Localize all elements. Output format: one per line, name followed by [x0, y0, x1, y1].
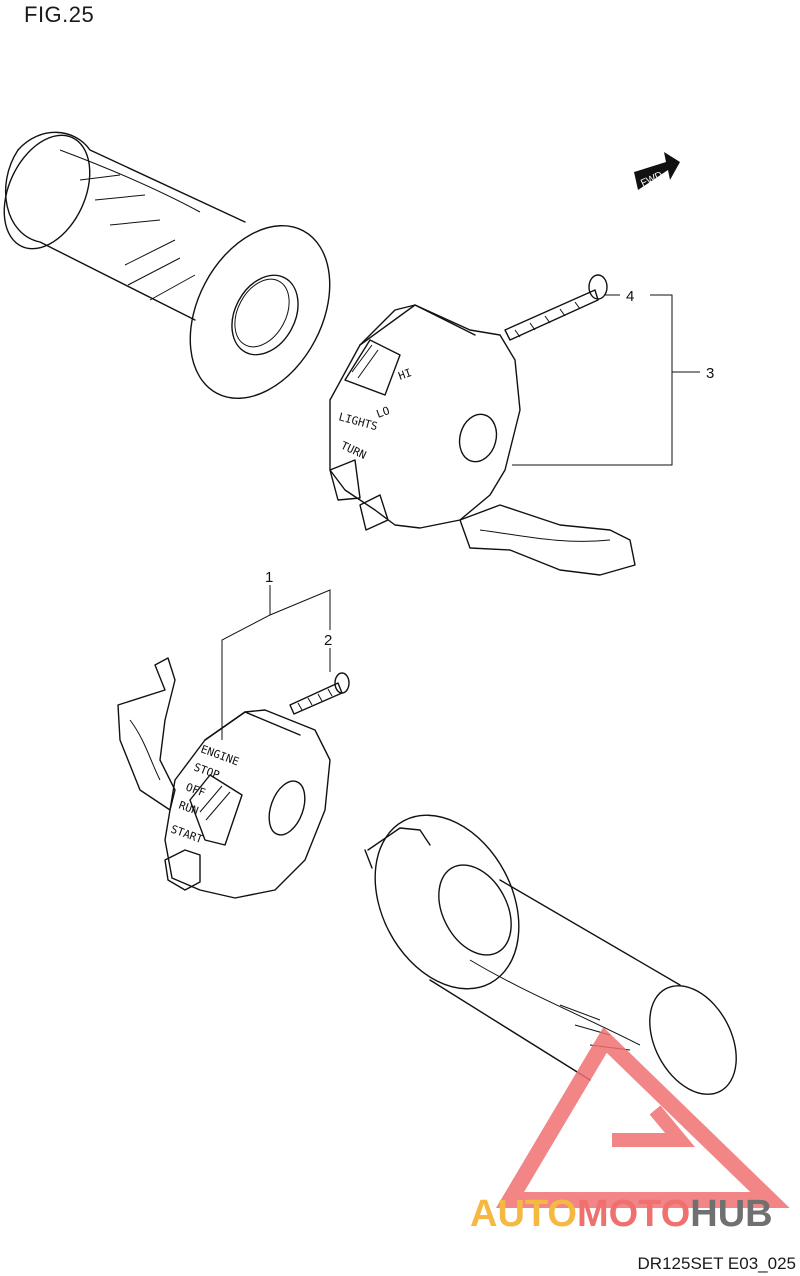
screw-4 [504, 274, 608, 341]
callout-3: 3 [706, 365, 714, 382]
watermark-moto: MOTO [577, 1193, 690, 1235]
switch-lo-label: LO [375, 404, 392, 421]
watermark-hub: HUB [690, 1193, 772, 1235]
callout-4: 4 [626, 288, 634, 305]
grip-left [3, 131, 331, 399]
grip-right [364, 814, 737, 1095]
callout-2: 2 [324, 632, 332, 649]
watermark-logo [495, 1027, 790, 1208]
switch-left: ENGINE STOP OFF RUN START [117, 657, 331, 899]
switch-right: HI LO LIGHTS TURN [329, 304, 636, 576]
callout-1: 1 [265, 569, 273, 586]
drawing-code: DR125SET E03_025 [637, 1254, 796, 1273]
watermark-text: AUTOMOTOHUB [470, 1193, 773, 1235]
leader-3-4 [512, 294, 700, 466]
switch-hi-label: HI [397, 366, 414, 383]
switch-turn-label: TURN [339, 439, 369, 462]
screw-2 [289, 672, 350, 715]
leader-1-2 [221, 585, 331, 740]
switch-run-label: RUN [177, 799, 200, 818]
fwd-arrow-icon: FWD [634, 152, 680, 190]
figure-title: FIG.25 [24, 2, 95, 27]
switch-off-label: OFF [184, 781, 207, 800]
watermark-auto: AUTO [470, 1193, 577, 1235]
switch-lights-label: LIGHTS [337, 410, 379, 433]
